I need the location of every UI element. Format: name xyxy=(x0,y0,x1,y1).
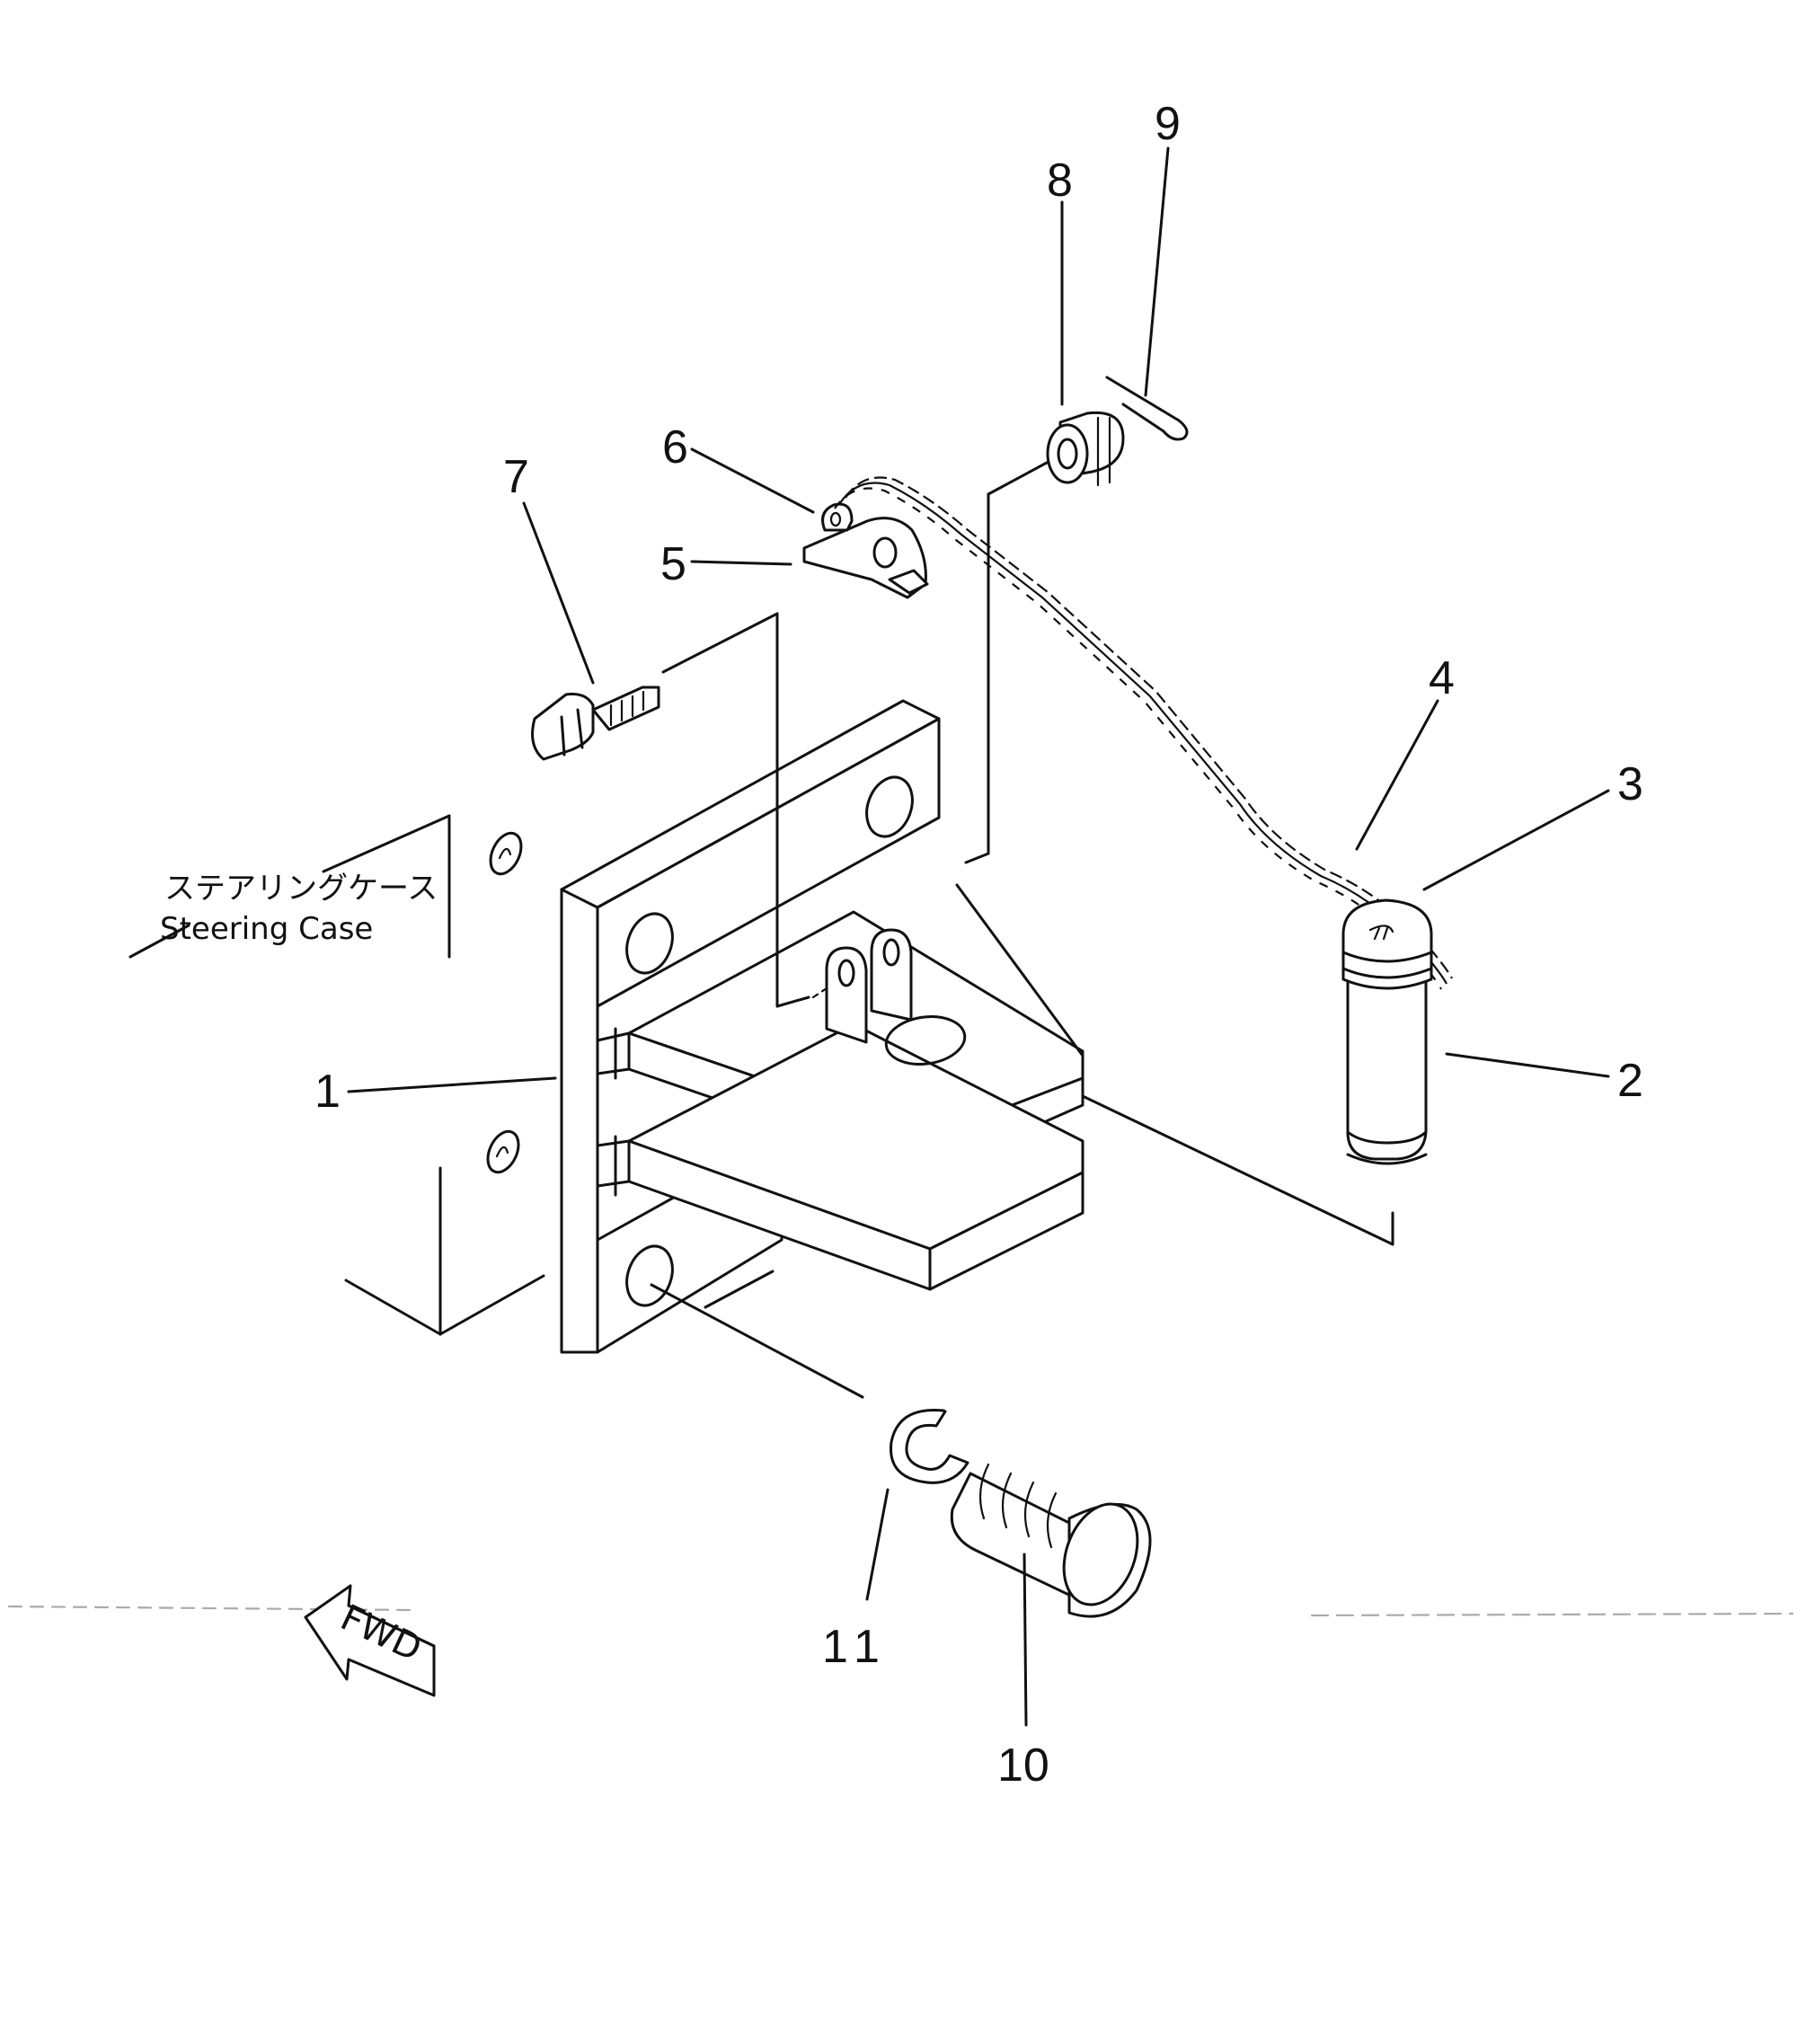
steering-case-label-en: Steering Case xyxy=(160,911,373,947)
callout-1: 1 xyxy=(314,1066,341,1118)
callout-4: 4 xyxy=(1429,652,1455,704)
cotter-pin-part-9 xyxy=(1105,376,1189,441)
callout-8: 8 xyxy=(1047,155,1073,207)
bolt-part-10 xyxy=(950,1463,1152,1618)
leader-3 xyxy=(1422,789,1610,891)
nut-part-8 xyxy=(1046,411,1125,487)
bolt-part-7 xyxy=(531,686,660,761)
callout-3: 3 xyxy=(1617,758,1643,810)
callout-7: 7 xyxy=(503,451,529,503)
steering-case-outline xyxy=(128,814,545,1336)
callout-11: 11 xyxy=(822,1621,889,1673)
callout-2: 2 xyxy=(1617,1055,1643,1107)
leader-10 xyxy=(1023,1553,1028,1727)
bracket-part-1 xyxy=(560,699,1084,1354)
leader-4 xyxy=(1355,699,1439,851)
leader-11 xyxy=(865,1488,890,1601)
callout-6: 6 xyxy=(662,421,688,473)
leader-5 xyxy=(690,560,792,566)
leader-1 xyxy=(347,1076,557,1093)
washer-part-11 xyxy=(890,1408,969,1484)
leader-2 xyxy=(1445,1052,1610,1078)
callout-9: 9 xyxy=(1155,98,1181,150)
callout-numbers: 1 2 3 4 5 6 7 8 9 10 11 xyxy=(314,98,1643,1792)
leader-9 xyxy=(1144,146,1170,397)
pin-cap-part-3 xyxy=(1341,898,1433,990)
callout-5: 5 xyxy=(660,538,686,590)
anchor-plate-part-5 xyxy=(802,517,929,599)
fwd-arrow-marker: FWD xyxy=(304,1584,436,1697)
leader-lines xyxy=(347,146,1610,1727)
callout-10: 10 xyxy=(997,1739,1049,1792)
steering-case-label: ステアリングケース Steering Case xyxy=(160,871,438,947)
eye-part-6 xyxy=(821,502,854,532)
leader-7 xyxy=(522,501,595,685)
leader-6 xyxy=(690,447,815,514)
assembly-guide-lines xyxy=(650,461,1394,1399)
scan-borders xyxy=(7,1605,1794,1617)
steering-case-label-jp: ステアリングケース xyxy=(164,871,438,907)
pin-part-2 xyxy=(1346,969,1428,1165)
